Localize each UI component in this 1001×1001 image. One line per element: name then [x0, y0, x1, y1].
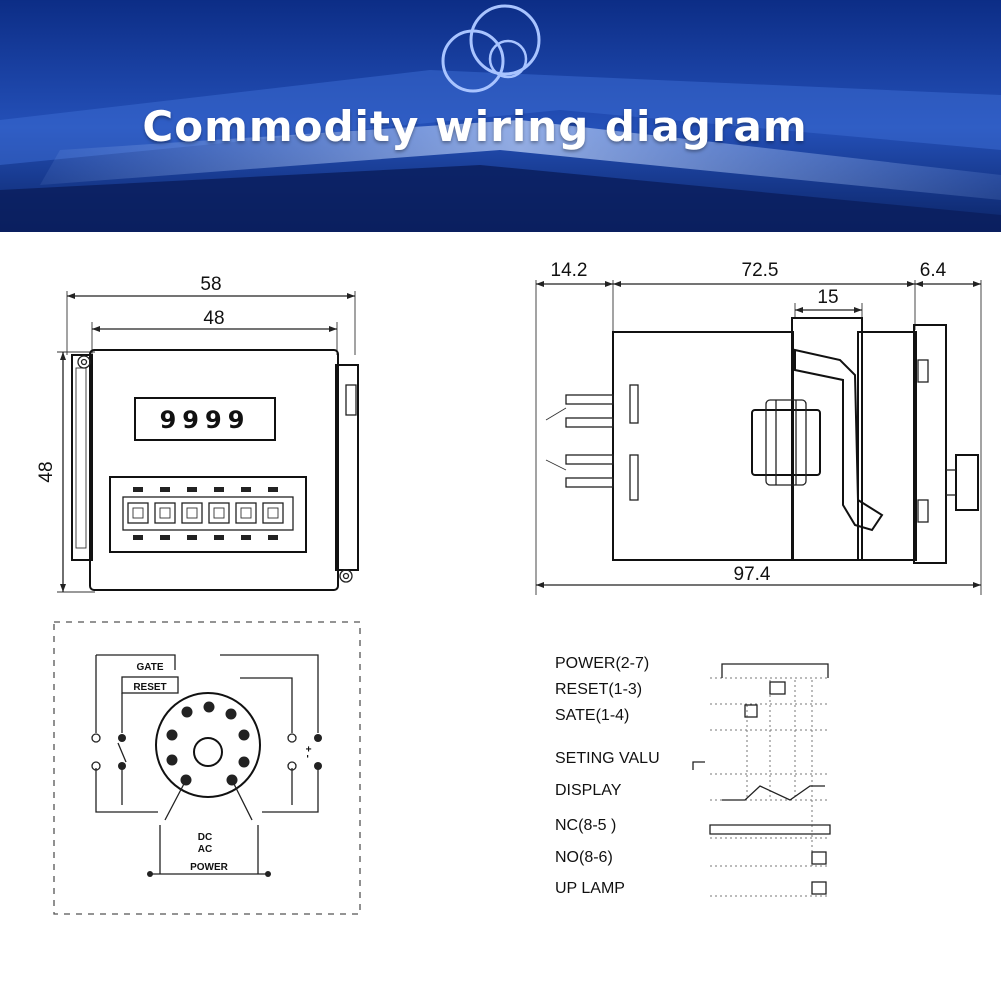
dim-front-width-outer: 58: [200, 274, 221, 295]
bubble-icon: [488, 39, 528, 79]
front-view: 58 48 48 9999: [36, 274, 359, 593]
timing-label-reset: RESET(1-3): [555, 681, 642, 698]
timing-chart: POWER(2-7) RESET(1-3) SATE(1-4) SETING V…: [555, 655, 831, 897]
timing-label-no: NO(8-6): [555, 849, 613, 866]
dim-side-knob: 15: [817, 287, 838, 308]
dim-side-total: 97.4: [734, 564, 771, 585]
timing-label-nc: NC(8-5 ): [555, 817, 616, 834]
counter-display: [134, 397, 276, 441]
relay-socket: [155, 692, 261, 798]
reset-label: RESET: [133, 682, 166, 693]
thumbwheel-switches: [122, 487, 294, 540]
dim-side-left: 14.2: [551, 260, 588, 281]
wiring-diagram: GATE RESET + -: [53, 621, 361, 915]
svg-text:+ -: + -: [302, 746, 313, 758]
timing-label-gate: SATE(1-4): [555, 707, 629, 724]
dc-label: DC: [198, 832, 212, 843]
dim-front-height: 48: [36, 461, 57, 482]
ac-label: AC: [198, 844, 212, 855]
banner-title: Commodity wiring diagram: [142, 102, 808, 151]
display-value: 9999: [160, 406, 251, 434]
timing-label-power: POWER(2-7): [555, 655, 649, 672]
dim-side-right: 6.4: [920, 260, 947, 281]
dim-side-body: 72.5: [742, 260, 779, 281]
side-view: 14.2 72.5 6.4 15: [535, 260, 982, 595]
bubble-icon: [441, 29, 505, 93]
thumbwheel-panel: [109, 476, 307, 553]
bubble-icon: [469, 4, 541, 76]
gate-label: GATE: [136, 662, 163, 673]
dim-front-width-inner: 48: [203, 308, 224, 329]
header-banner: [0, 0, 1001, 232]
timing-label-setting: SETING VALU: [555, 750, 660, 767]
timing-label-display: DISPLAY: [555, 782, 622, 799]
power-label: POWER: [190, 862, 229, 873]
timing-label-uplamp: UP LAMP: [555, 880, 625, 897]
